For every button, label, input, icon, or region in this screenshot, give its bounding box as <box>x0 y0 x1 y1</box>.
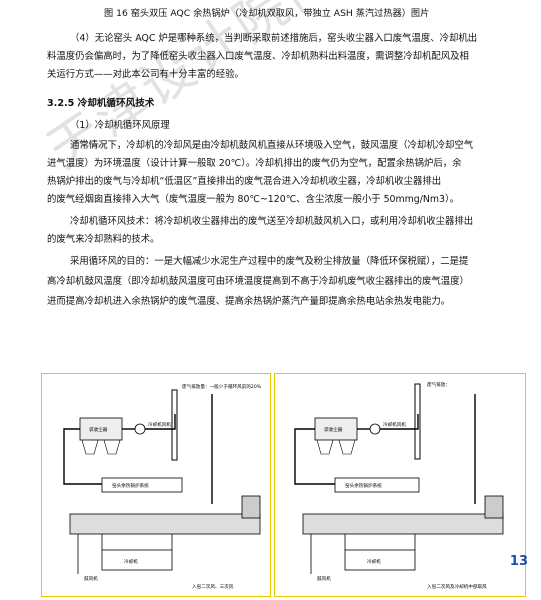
left-dust-collector-label: 袋收尘器 <box>89 426 108 433</box>
para-b-line-1: 冷却机循环风技术：将冷却机收尘器排出的废气送至冷却机鼓风机入口，或利用冷却机收尘… <box>70 216 474 227</box>
figure-right-frame: 废气排放： 袋收尘器 冷却机风机 窑头余热锅炉系统 冷却机 鼓风机 入窑二次风及… <box>274 373 526 597</box>
left-cooler-label: 冷却机 <box>124 558 138 565</box>
para-a-line-1: 通常情况下，冷却机的冷却风是由冷却机鼓风机直接从环境吸入空气，鼓风温度（冷却机冷… <box>70 140 474 151</box>
figure-caption: 图 16 窑头双压 AQC 余热锅炉（冷却机双取风，带独立 ASH 蒸汽过热器）… <box>104 8 430 19</box>
right-dust-collector-label: 袋收尘器 <box>324 426 343 433</box>
subsection-title: （1）冷却机循环风原理 <box>70 120 170 131</box>
left-blower-label: 鼓风机 <box>84 575 98 582</box>
paragraph-4-line-3: 关运行方式——对此本公司有十分丰富的经验。 <box>47 69 244 80</box>
paragraph-4-line-2: 料温度仍会偏高时，为了降低窑头收尘器入口废气温度、冷却机熟料出料温度，需调整冷却… <box>47 51 469 62</box>
right-cooler-label: 冷却机 <box>367 558 381 565</box>
figure-right-diagram: 废气排放： 袋收尘器 冷却机风机 窑头余热锅炉系统 冷却机 鼓风机 入窑二次风及… <box>294 381 504 590</box>
para-c-line-1: 采用循环风的目的：一是大幅减少水泥生产过程中的废气及粉尘排放量（降低环保税赋），… <box>70 256 469 267</box>
right-boiler-label: 窑头余热锅炉系统 <box>345 482 382 489</box>
figure-left-diagram: 废气排放量：一般少于循环风前的20% 袋收尘器 冷却机风机 窑头余热锅炉系统 冷… <box>63 383 262 590</box>
section-title: 3.2.5 冷却机循环风技术 <box>47 98 155 109</box>
left-chimney-label: 废气排放量：一般少于循环风前的20% <box>182 383 262 390</box>
para-c-line-3: 进而提高冷却机进入余热锅炉的废气温度、提高余热锅炉蒸汽产量即提高余热电站余热发电… <box>47 296 451 307</box>
right-fan-label: 冷却机风机 <box>383 421 406 428</box>
para-a-line-2: 进气温度）为环境温度（设计计算一般取 20℃）。冷却机排出的废气仍为空气，配置余… <box>47 158 462 169</box>
right-blower-label: 鼓风机 <box>317 575 331 582</box>
right-chimney-label: 废气排放： <box>427 381 450 388</box>
para-a-line-4: 的废气经烟囱直接排入大气（废气温度一般为 80℃~120℃、含尘浓度一般小于 5… <box>47 194 460 205</box>
page-number: 13 <box>509 554 528 569</box>
para-a-line-3: 热锅炉排出的废气与冷却机“低温区”直接排出的废气混合进入冷却机收尘器，冷却机收尘… <box>47 176 442 187</box>
right-bottom-note: 入窑二次风及冷却机中部取风 <box>427 583 487 590</box>
left-fan-label: 冷却机风机 <box>148 421 171 428</box>
paragraph-4-line-1: （4）无论窑头 AQC 炉是哪种系统，当判断采取前述措施后，窑头收尘器入口废气温… <box>70 33 478 44</box>
figure-left-frame: 废气排放量：一般少于循环风前的20% 袋收尘器 冷却机风机 窑头余热锅炉系统 冷… <box>41 373 271 597</box>
left-bottom-note: 入窑二次风、三次风 <box>192 583 234 590</box>
para-c-line-2: 高冷却机鼓风温度（即冷却机鼓风温度可由环境温度提高到不高于冷却机废气收尘器排出的… <box>47 276 469 287</box>
watermark: 天津设计院内部使用 <box>37 0 489 181</box>
left-boiler-label: 窑头余热锅炉系统 <box>112 482 149 489</box>
para-b-line-2: 的废气来冷却熟料的技术。 <box>47 234 160 245</box>
